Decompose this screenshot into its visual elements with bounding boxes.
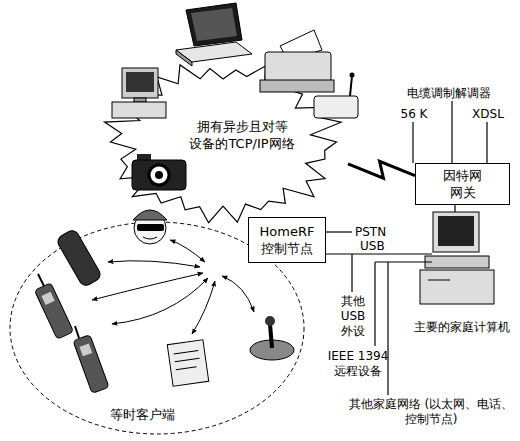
person-glasses (137, 224, 164, 231)
label-text: USB (360, 239, 396, 254)
wireless-arrow (112, 278, 208, 324)
label-text: 电缆调制解调器 (393, 86, 505, 101)
wireless-links (92, 240, 254, 334)
wire (374, 262, 375, 346)
desktop-icon (112, 68, 166, 118)
desktop-monitor (122, 68, 158, 98)
computer-case (420, 270, 494, 304)
desktop-stand (134, 98, 146, 102)
wire (326, 253, 432, 254)
label-text: 其他家庭网络 (以太网、电话、控制节点) (345, 397, 517, 427)
node-text: 拥有异步且对等 设备的TCP/IP网络 (178, 118, 306, 152)
wire (351, 254, 352, 292)
pda-line (175, 358, 200, 361)
wire (451, 101, 452, 163)
desktop-screen (126, 72, 154, 92)
computer-screen (438, 216, 474, 246)
camera-body (132, 160, 186, 190)
cordless-body (34, 283, 73, 340)
cordless-screen (79, 343, 92, 356)
node-text: 等时客户端 (102, 406, 182, 423)
pda-body (167, 340, 208, 387)
computer-icon (420, 212, 494, 304)
desktop-base (112, 102, 166, 118)
wireless-arrow (222, 276, 254, 312)
cordless-antenna (75, 326, 79, 338)
camera-lens-core (155, 171, 163, 179)
gateway-box: 因特网 网关 (415, 163, 510, 205)
drive-slot (428, 280, 450, 281)
person-icon (133, 210, 167, 244)
node-text: 因特网 网关 (438, 167, 488, 201)
pda-line (174, 350, 199, 353)
node-text: HomeRF 控制节点 (252, 223, 322, 257)
joystick-icon (250, 316, 294, 360)
printer-body (265, 52, 331, 82)
label-text: PSTN (355, 225, 397, 240)
label-text: 其他 USB 外设 (336, 294, 370, 339)
cordless-phone-icon (73, 326, 109, 393)
computer-monitor (433, 212, 479, 252)
control-node-box: HomeRF 控制节点 (248, 217, 326, 263)
wire (387, 262, 388, 395)
wireless-arrow (108, 261, 200, 267)
cordless-body (73, 335, 109, 394)
laptop-screen (191, 8, 237, 41)
label-text: 主要的家庭计算机 (406, 320, 518, 335)
person-hat (133, 210, 167, 220)
wire (412, 122, 413, 163)
cordless-phone-icon (34, 274, 73, 339)
modem-icon (314, 73, 358, 119)
cordless-screen (41, 292, 54, 305)
printer-tray (260, 80, 334, 92)
cloud-shape (105, 65, 342, 223)
modem-antenna (350, 76, 352, 96)
phone-body (55, 228, 102, 287)
laptop-lid (186, 3, 242, 46)
label-text: IEEE 1394 远程设备 (320, 349, 396, 379)
wireless-arrow (92, 273, 203, 300)
laptop-edge (176, 50, 192, 66)
label-text: XDSL (468, 107, 508, 122)
laptop-icon (176, 3, 252, 66)
ellipse-shape (10, 222, 304, 434)
wireless-arrow (170, 240, 205, 262)
wire (486, 122, 487, 163)
label-text: 56 K (396, 107, 432, 122)
antenna-tip (350, 73, 355, 78)
phone-icon (55, 228, 102, 287)
joystick-stick (270, 324, 272, 348)
pda-line (176, 367, 197, 370)
lightning-link (348, 161, 415, 178)
computer-keyboard (425, 256, 489, 268)
joystick-knob (265, 316, 275, 326)
person-mouth (143, 237, 157, 239)
cordless-antenna (38, 274, 44, 286)
pda-icon (167, 340, 208, 387)
wireless-arrow (192, 281, 215, 334)
wire (326, 231, 352, 232)
camera-lens (149, 165, 169, 185)
wire (454, 205, 455, 212)
modem-body (314, 96, 358, 118)
printer-icon (260, 30, 334, 92)
wire (375, 261, 432, 262)
